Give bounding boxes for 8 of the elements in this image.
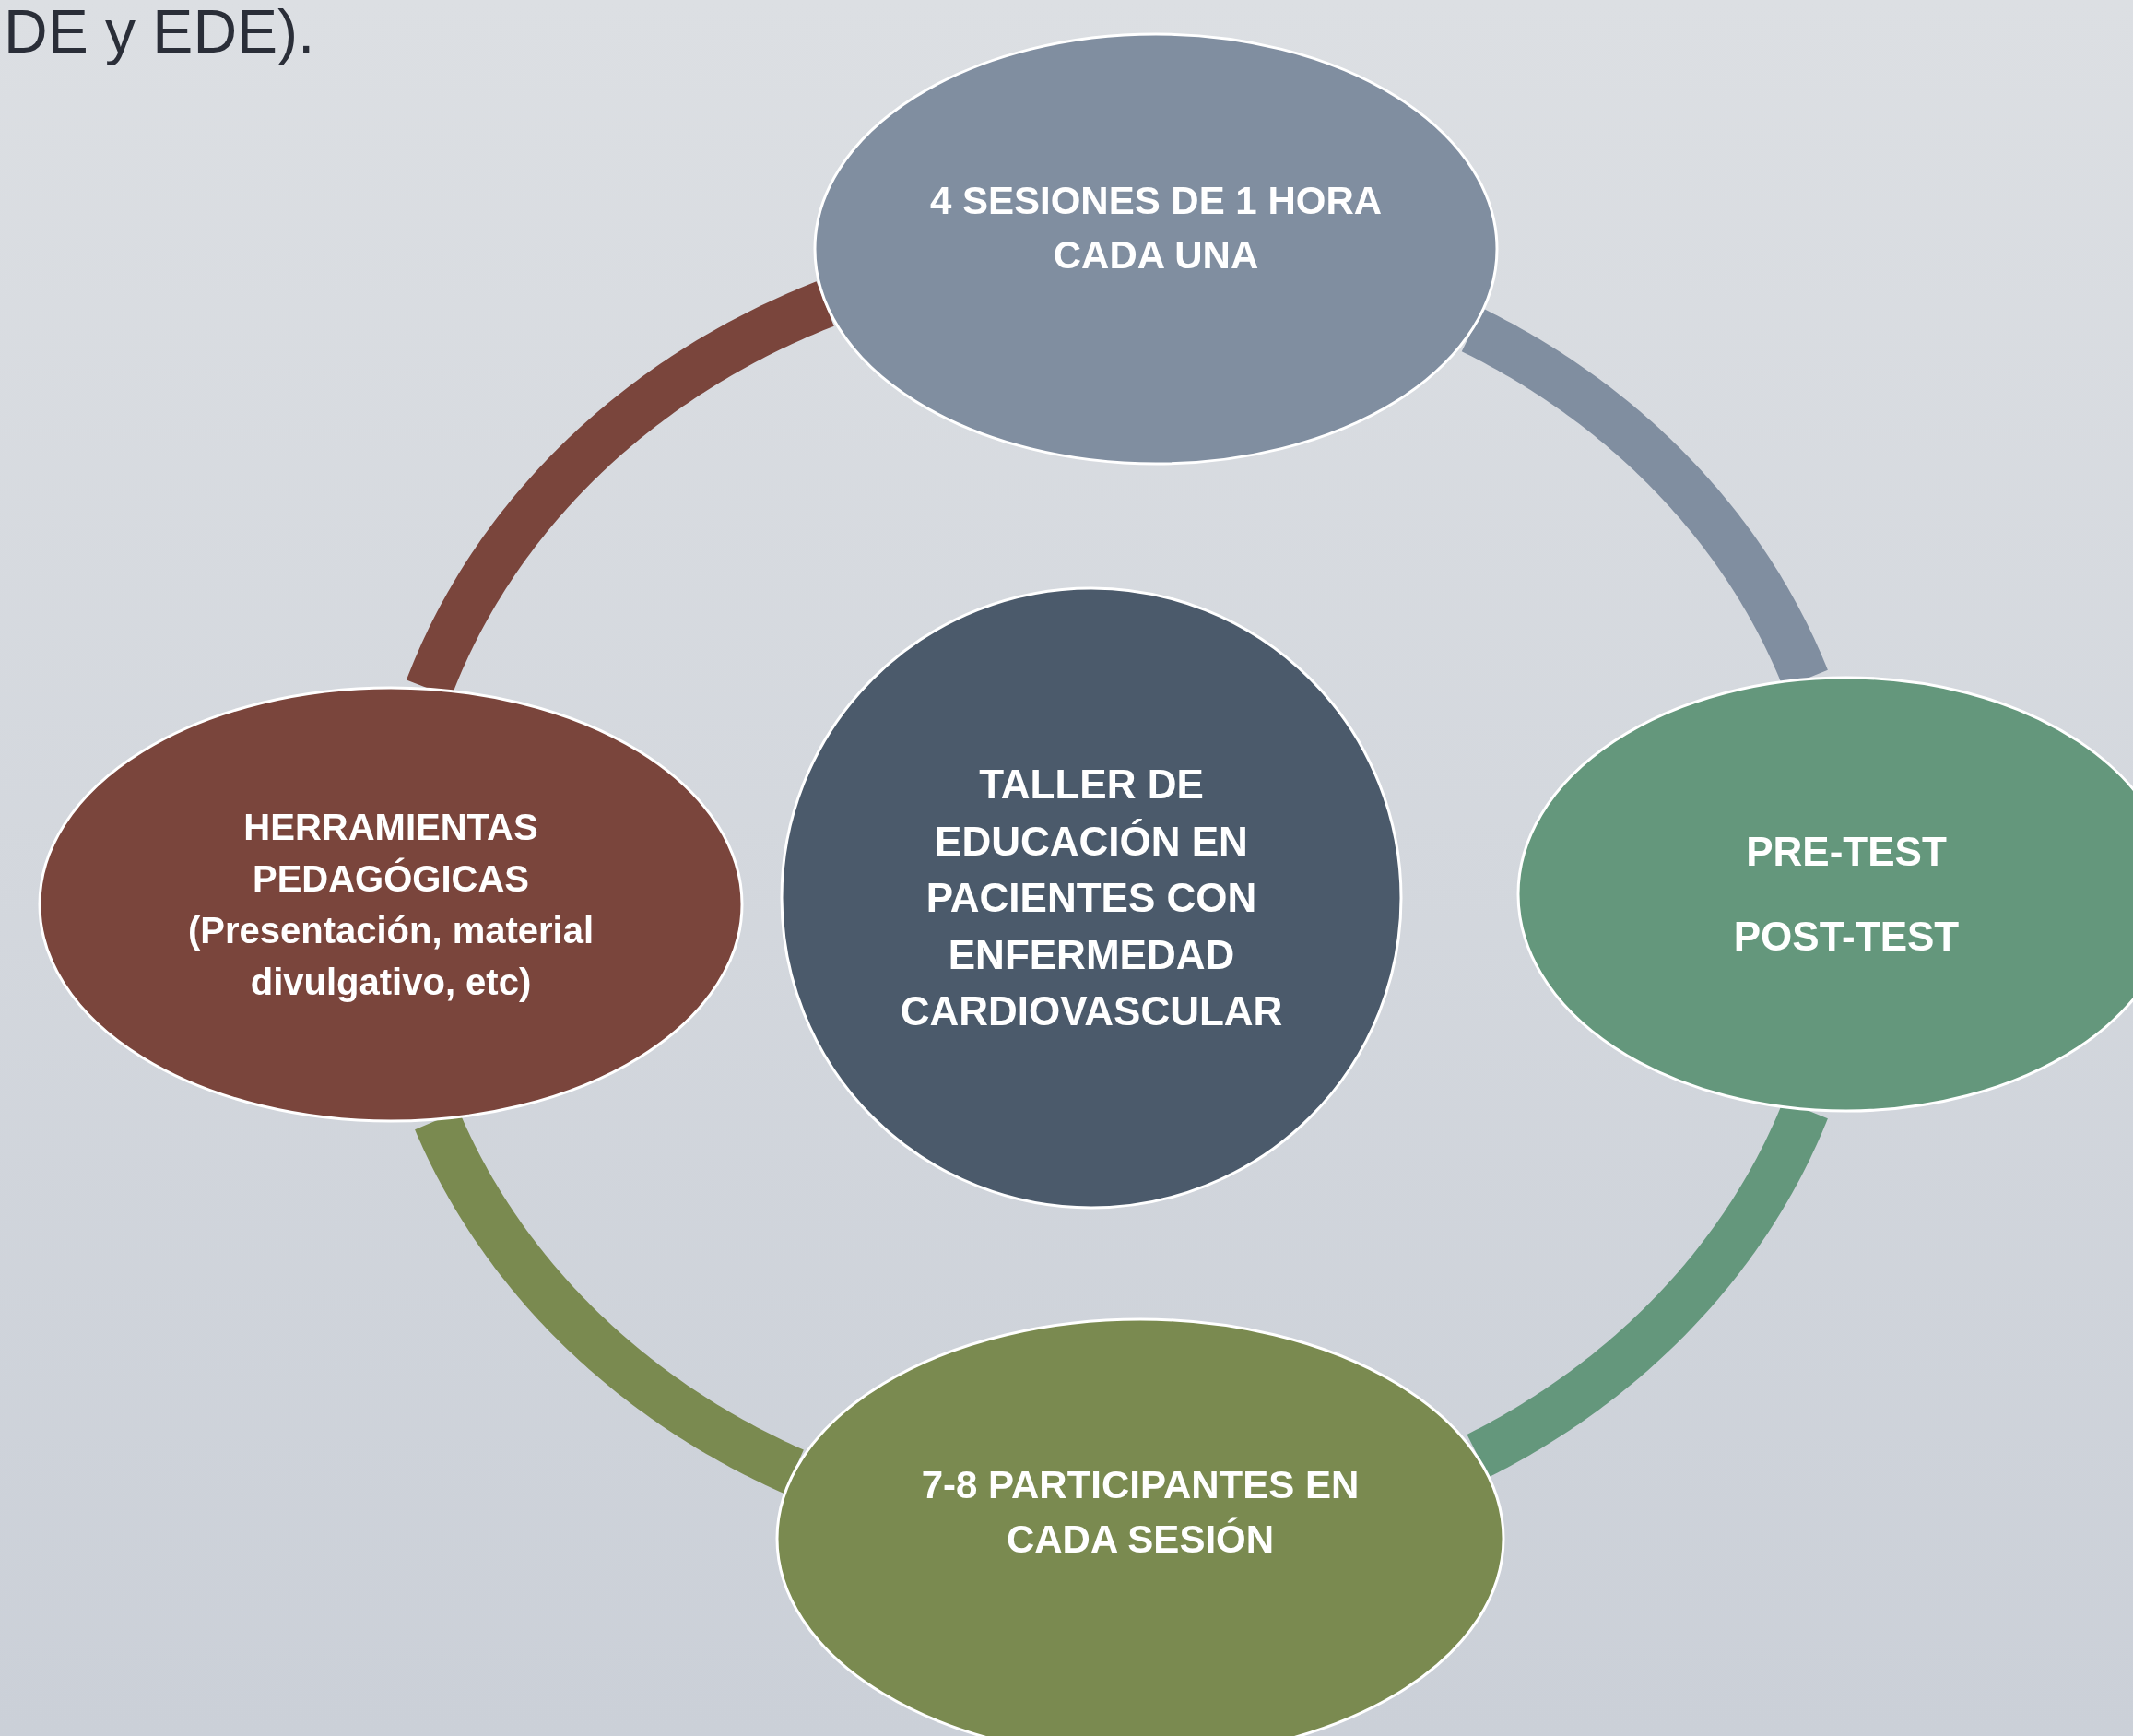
node-label: 7-8 PARTICIPANTES EN CADA SESIÓN — [920, 1462, 1361, 1563]
node-subtext: POST-TEST — [1733, 913, 1960, 961]
node-label: TALLER DE EDUCACIÓN EN PACIENTES CON ENFERMEDAD CARDIOVASCULAR — [899, 761, 1284, 1036]
node-subtext: (Presentación, material divulgativo, etc) — [186, 909, 595, 1004]
node-label: PRE-TEST — [1746, 828, 1947, 877]
heading-fragment: DE y EDE). — [4, 0, 315, 66]
node-label: HERRAMIENTAS PEDAGÓGICAS — [242, 806, 539, 901]
node-label: 4 SESIONES DE 1 HORA CADA UNA — [928, 178, 1384, 278]
